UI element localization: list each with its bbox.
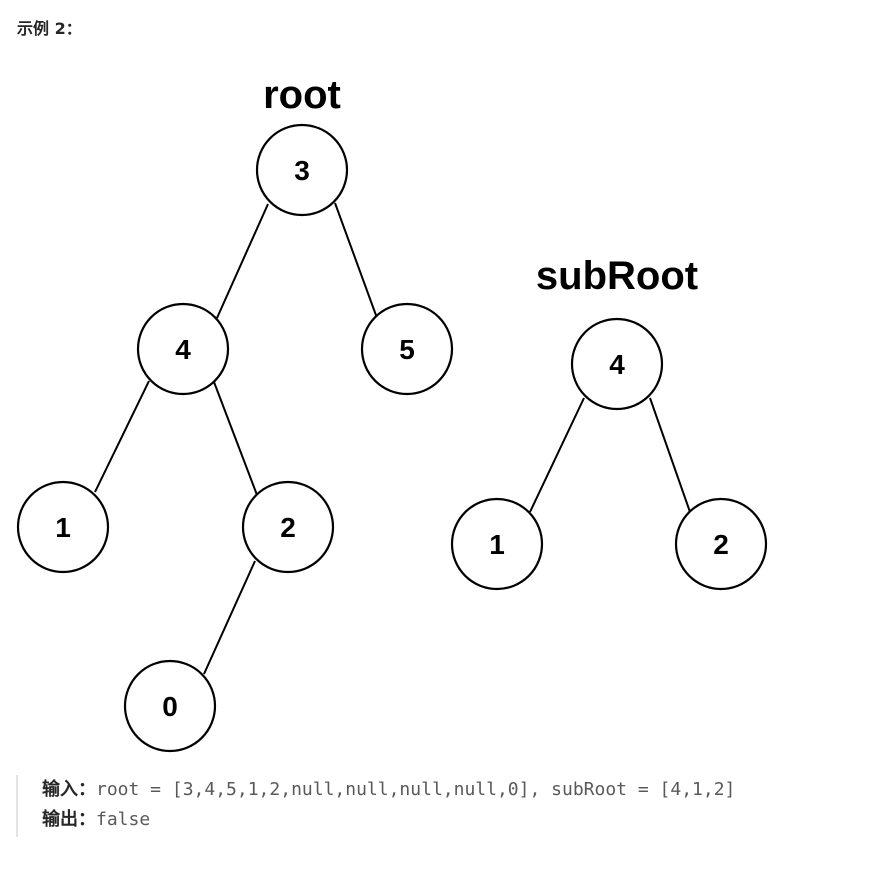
tree-diagram: root subRoot 3 4 5 1 2 0 4 1 <box>16 73 768 753</box>
subroot-node-4: 4 <box>570 317 664 411</box>
input-value: root = [3,4,5,1,2,null,null,null,null,0]… <box>96 779 736 800</box>
node-circle <box>241 480 335 574</box>
edge-2-0 <box>203 560 256 675</box>
edge-3-4 <box>216 203 269 319</box>
node-label: 4 <box>609 349 625 380</box>
edge-3-5 <box>334 202 378 319</box>
output-line: 输出：false <box>42 805 866 835</box>
node-circle <box>674 497 768 591</box>
node-circle <box>450 497 544 591</box>
node-circle <box>16 480 110 574</box>
node-label: 1 <box>55 512 71 543</box>
node-label: 3 <box>294 155 310 186</box>
root-node-3: 3 <box>255 123 349 217</box>
input-line: 输入：root = [3,4,5,1,2,null,null,null,null… <box>42 775 866 805</box>
node-circle <box>570 317 664 411</box>
node-label: 0 <box>162 691 178 722</box>
node-circle <box>360 302 454 396</box>
root-node-2: 2 <box>241 480 335 574</box>
node-circle <box>123 659 217 753</box>
node-circle <box>255 123 349 217</box>
node-label: 2 <box>713 529 729 560</box>
root-node-1: 1 <box>16 480 110 574</box>
example-heading: 示例 2： <box>17 19 82 38</box>
root-title: root <box>263 73 341 117</box>
root-node-5: 5 <box>360 302 454 396</box>
node-circle <box>136 302 230 396</box>
subroot-title: subRoot <box>536 254 698 298</box>
sub-edge-4-1 <box>529 397 585 513</box>
node-label: 2 <box>280 512 296 543</box>
root-node-4: 4 <box>136 302 230 396</box>
subroot-node-2: 2 <box>674 497 768 591</box>
root-node-0: 0 <box>123 659 217 753</box>
example-io-block: 输入：root = [3,4,5,1,2,null,null,null,null… <box>16 775 866 837</box>
node-label: 4 <box>175 334 191 365</box>
subroot-node-1: 1 <box>450 497 544 591</box>
edge-4-2 <box>213 381 258 496</box>
node-label: 1 <box>489 529 505 560</box>
edge-4-1 <box>94 380 150 493</box>
output-label: 输出： <box>42 809 96 830</box>
output-value: false <box>96 809 151 830</box>
sub-edge-4-2 <box>649 397 691 513</box>
node-label: 5 <box>399 334 415 365</box>
input-label: 输入： <box>42 779 96 800</box>
